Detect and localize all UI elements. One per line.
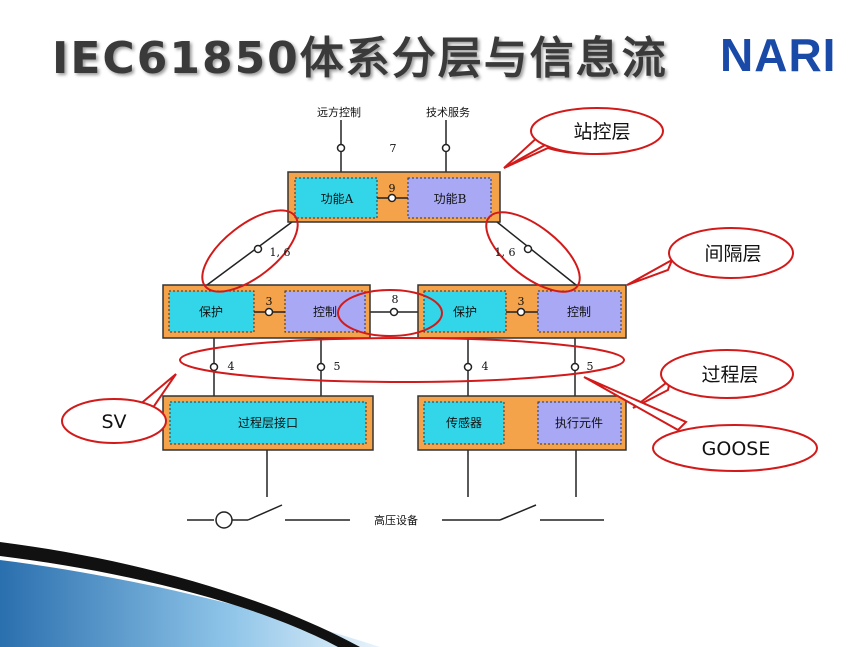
callout-shapes	[61, 107, 818, 472]
breaker-icon	[215, 511, 233, 529]
process-level-right-box	[417, 395, 627, 451]
sensor-label: 传感器	[446, 415, 482, 430]
tech-service-label: 技术服务	[426, 106, 470, 119]
bay-right-protection-label: 保护	[453, 305, 477, 319]
interface-7-label: 7	[390, 142, 397, 155]
process-interface-label: 过程层接口	[238, 415, 298, 430]
function-b-label: 功能B	[434, 192, 467, 206]
interface-3-left-label: 3	[266, 295, 273, 308]
process-level-left-box	[162, 395, 374, 451]
interface-4-right-label: 4	[482, 360, 489, 373]
function-a-box	[294, 177, 378, 219]
sv-callout: SV	[101, 411, 126, 433]
station-level-box	[287, 171, 501, 223]
interface-4-left-label: 4	[228, 360, 235, 373]
function-b-box	[407, 177, 492, 219]
interface-5-right-label: 5	[587, 360, 594, 373]
station-layer-callout: 站控层	[573, 121, 630, 143]
process-layer-callout: 过程层	[701, 364, 758, 386]
bay-left-control-label: 控制	[313, 305, 337, 319]
interface-1-6-left-label: 1, 6	[270, 246, 291, 259]
nari-logo: NARI	[720, 29, 837, 81]
bay-layer-callout: 间隔层	[704, 243, 761, 265]
bay-left-protection-label: 保护	[199, 305, 223, 319]
function-a-label: 功能A	[321, 192, 354, 206]
high-voltage-equipment-label: 高压设备	[374, 513, 418, 527]
slide-title: IEC61850体系分层与信息流	[52, 33, 668, 84]
remote-control-label: 远方控制	[317, 105, 361, 119]
bay-level-right-box	[417, 284, 627, 339]
interface-5-left-label: 5	[334, 360, 341, 373]
goose-callout: GOOSE	[702, 438, 771, 460]
actuator-label: 执行元件	[555, 416, 603, 430]
interface-9-label: 9	[389, 182, 396, 195]
interface-8-label: 8	[392, 293, 399, 306]
interface-3-right-label: 3	[518, 295, 525, 308]
bay-right-control-label: 控制	[567, 305, 591, 319]
connection-points	[209, 143, 580, 372]
decorative-swoosh	[0, 542, 380, 647]
highlight-ellipses	[179, 209, 625, 383]
interface-1-6-right-label: 1, 6	[495, 246, 516, 259]
